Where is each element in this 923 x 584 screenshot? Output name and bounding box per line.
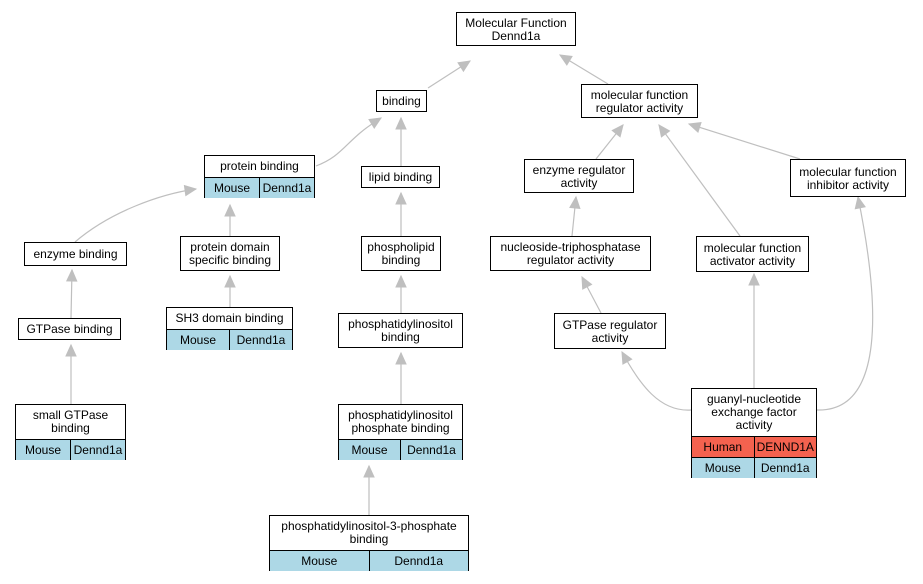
go-term-label: molecular function regulator activity (590, 87, 689, 115)
edge-pi_binding-to-phospholipid (395, 274, 407, 313)
go-term-label: molecular function inhibitor activity (799, 164, 897, 192)
go-term-mfaa[interactable]: molecular function activator activity (696, 236, 809, 272)
go-term-label: molecular function activator activity (703, 240, 802, 268)
gene-cell: Dennd1a (368, 551, 469, 571)
go-term-label: GTPase regulator activity (562, 317, 658, 345)
edge-gtpase_reg-to-ntpase_reg (581, 275, 602, 314)
go-term-mf-root[interactable]: Molecular Function Dennd1a (456, 12, 576, 46)
annotation-row-mouse: Mouse Dennd1a (16, 439, 125, 460)
species-cell: Mouse (351, 443, 388, 457)
edge-enzyme_binding-to-protein_binding (74, 184, 198, 243)
go-term-label: enzyme regulator activity (532, 162, 626, 190)
go-term-mfra[interactable]: molecular function regulator activity (581, 84, 698, 118)
go-term-label: GTPase binding (26, 322, 113, 336)
go-term-pi-binding[interactable]: phosphatidylinositol binding (338, 313, 463, 348)
edge-pip_binding-to-pi_binding (395, 351, 407, 404)
species-cell: Mouse (24, 443, 62, 457)
go-term-label: enzyme binding (33, 247, 118, 261)
edge-enzyme_regulator-to-mfra (595, 124, 624, 160)
edge-protein_domain-to-protein_binding (224, 203, 236, 236)
go-term-lipid-binding[interactable]: lipid binding (361, 166, 440, 188)
go-term-ntpase-reg[interactable]: nucleoside-triphosphatase regulator acti… (490, 236, 651, 271)
annotation-row-mouse: Mouse Dennd1a (339, 439, 462, 460)
go-term-label: protein domain specific binding (188, 240, 272, 267)
edge-mfaa-to-mfra (658, 124, 741, 237)
edge-binding-to-mf_root (427, 60, 472, 89)
edge-mfia-to-mfra (687, 121, 801, 160)
go-term-phospholipid[interactable]: phospholipid binding (361, 236, 441, 271)
go-term-label: Molecular Function Dennd1a (465, 15, 567, 43)
edge-sh3-to-protein_domain (224, 274, 236, 307)
gene-cell: Dennd1a (70, 440, 125, 460)
go-term-label: phospholipid binding (367, 240, 435, 267)
species-cell: Human (703, 440, 743, 454)
species-cell: Mouse (179, 333, 217, 347)
edge-pi3p-to-pip_binding (363, 464, 375, 515)
go-term-gef[interactable]: guanyl-nucleotide exchange factor activi… (691, 388, 817, 478)
edge-gef-to-gtpase_reg (621, 350, 692, 411)
edge-phospholipid-to-lipid_binding (395, 191, 407, 236)
go-term-gtpase-reg[interactable]: GTPase regulator activity (554, 313, 666, 349)
annotation-row-mouse: Mouse Dennd1a (205, 177, 314, 198)
go-term-label: guanyl-nucleotide exchange factor activi… (706, 392, 802, 432)
go-term-label: protein binding (220, 159, 299, 173)
annotation-row-human: Human DENND1A (692, 436, 816, 457)
go-term-enzyme-binding[interactable]: enzyme binding (24, 242, 127, 266)
edge-protein_binding-to-binding (315, 117, 383, 167)
go-term-label: small GTPase binding (32, 408, 109, 435)
go-term-binding[interactable]: binding (376, 90, 427, 112)
annotation-row-mouse: Mouse Dennd1a (692, 457, 816, 478)
gene-cell: Dennd1a (753, 458, 817, 478)
go-term-enzyme-regulator[interactable]: enzyme regulator activity (524, 159, 634, 193)
edge-gef-to-mfaa (748, 272, 760, 388)
species-cell: Mouse (213, 181, 251, 195)
go-term-label: SH3 domain binding (175, 311, 284, 325)
edge-small_gtpase-to-gtpase_binding (65, 343, 77, 404)
go-term-gtpase-binding[interactable]: GTPase binding (18, 318, 121, 340)
annotation-row-mouse: Mouse Dennd1a (167, 329, 292, 350)
go-term-label: phosphatidylinositol-3-phosphate binding (281, 519, 457, 546)
go-term-mfia[interactable]: molecular function inhibitor activity (790, 159, 906, 197)
gene-cell: Dennd1a (400, 440, 462, 460)
annotation-row-mouse: Mouse Dennd1a (270, 550, 468, 571)
edge-mfra-to-mf_root (558, 54, 609, 85)
edge-gef-to-mfia (816, 195, 874, 411)
go-term-protein-domain[interactable]: protein domain specific binding (180, 236, 280, 271)
gene-cell: Dennd1a (229, 330, 292, 350)
go-term-label: phosphatidylinositol phosphate binding (348, 408, 453, 435)
gene-cell: Dennd1a (259, 178, 314, 198)
edge-gtpase_binding-to-enzyme_binding (65, 268, 78, 319)
edge-lipid_binding-to-binding (395, 116, 407, 166)
go-term-pi3p[interactable]: phosphatidylinositol-3-phosphate binding… (269, 515, 469, 571)
gene-cell: DENND1A (753, 437, 817, 457)
edge-ntpase_reg-to-enzyme_regulator (569, 195, 581, 237)
go-term-label: binding (382, 94, 421, 108)
go-term-label: nucleoside-triphosphatase regulator acti… (500, 240, 641, 267)
go-term-label: phosphatidylinositol binding (348, 317, 453, 344)
species-cell: Mouse (704, 461, 741, 475)
go-term-label: lipid binding (368, 170, 433, 184)
species-cell: Mouse (301, 554, 338, 568)
